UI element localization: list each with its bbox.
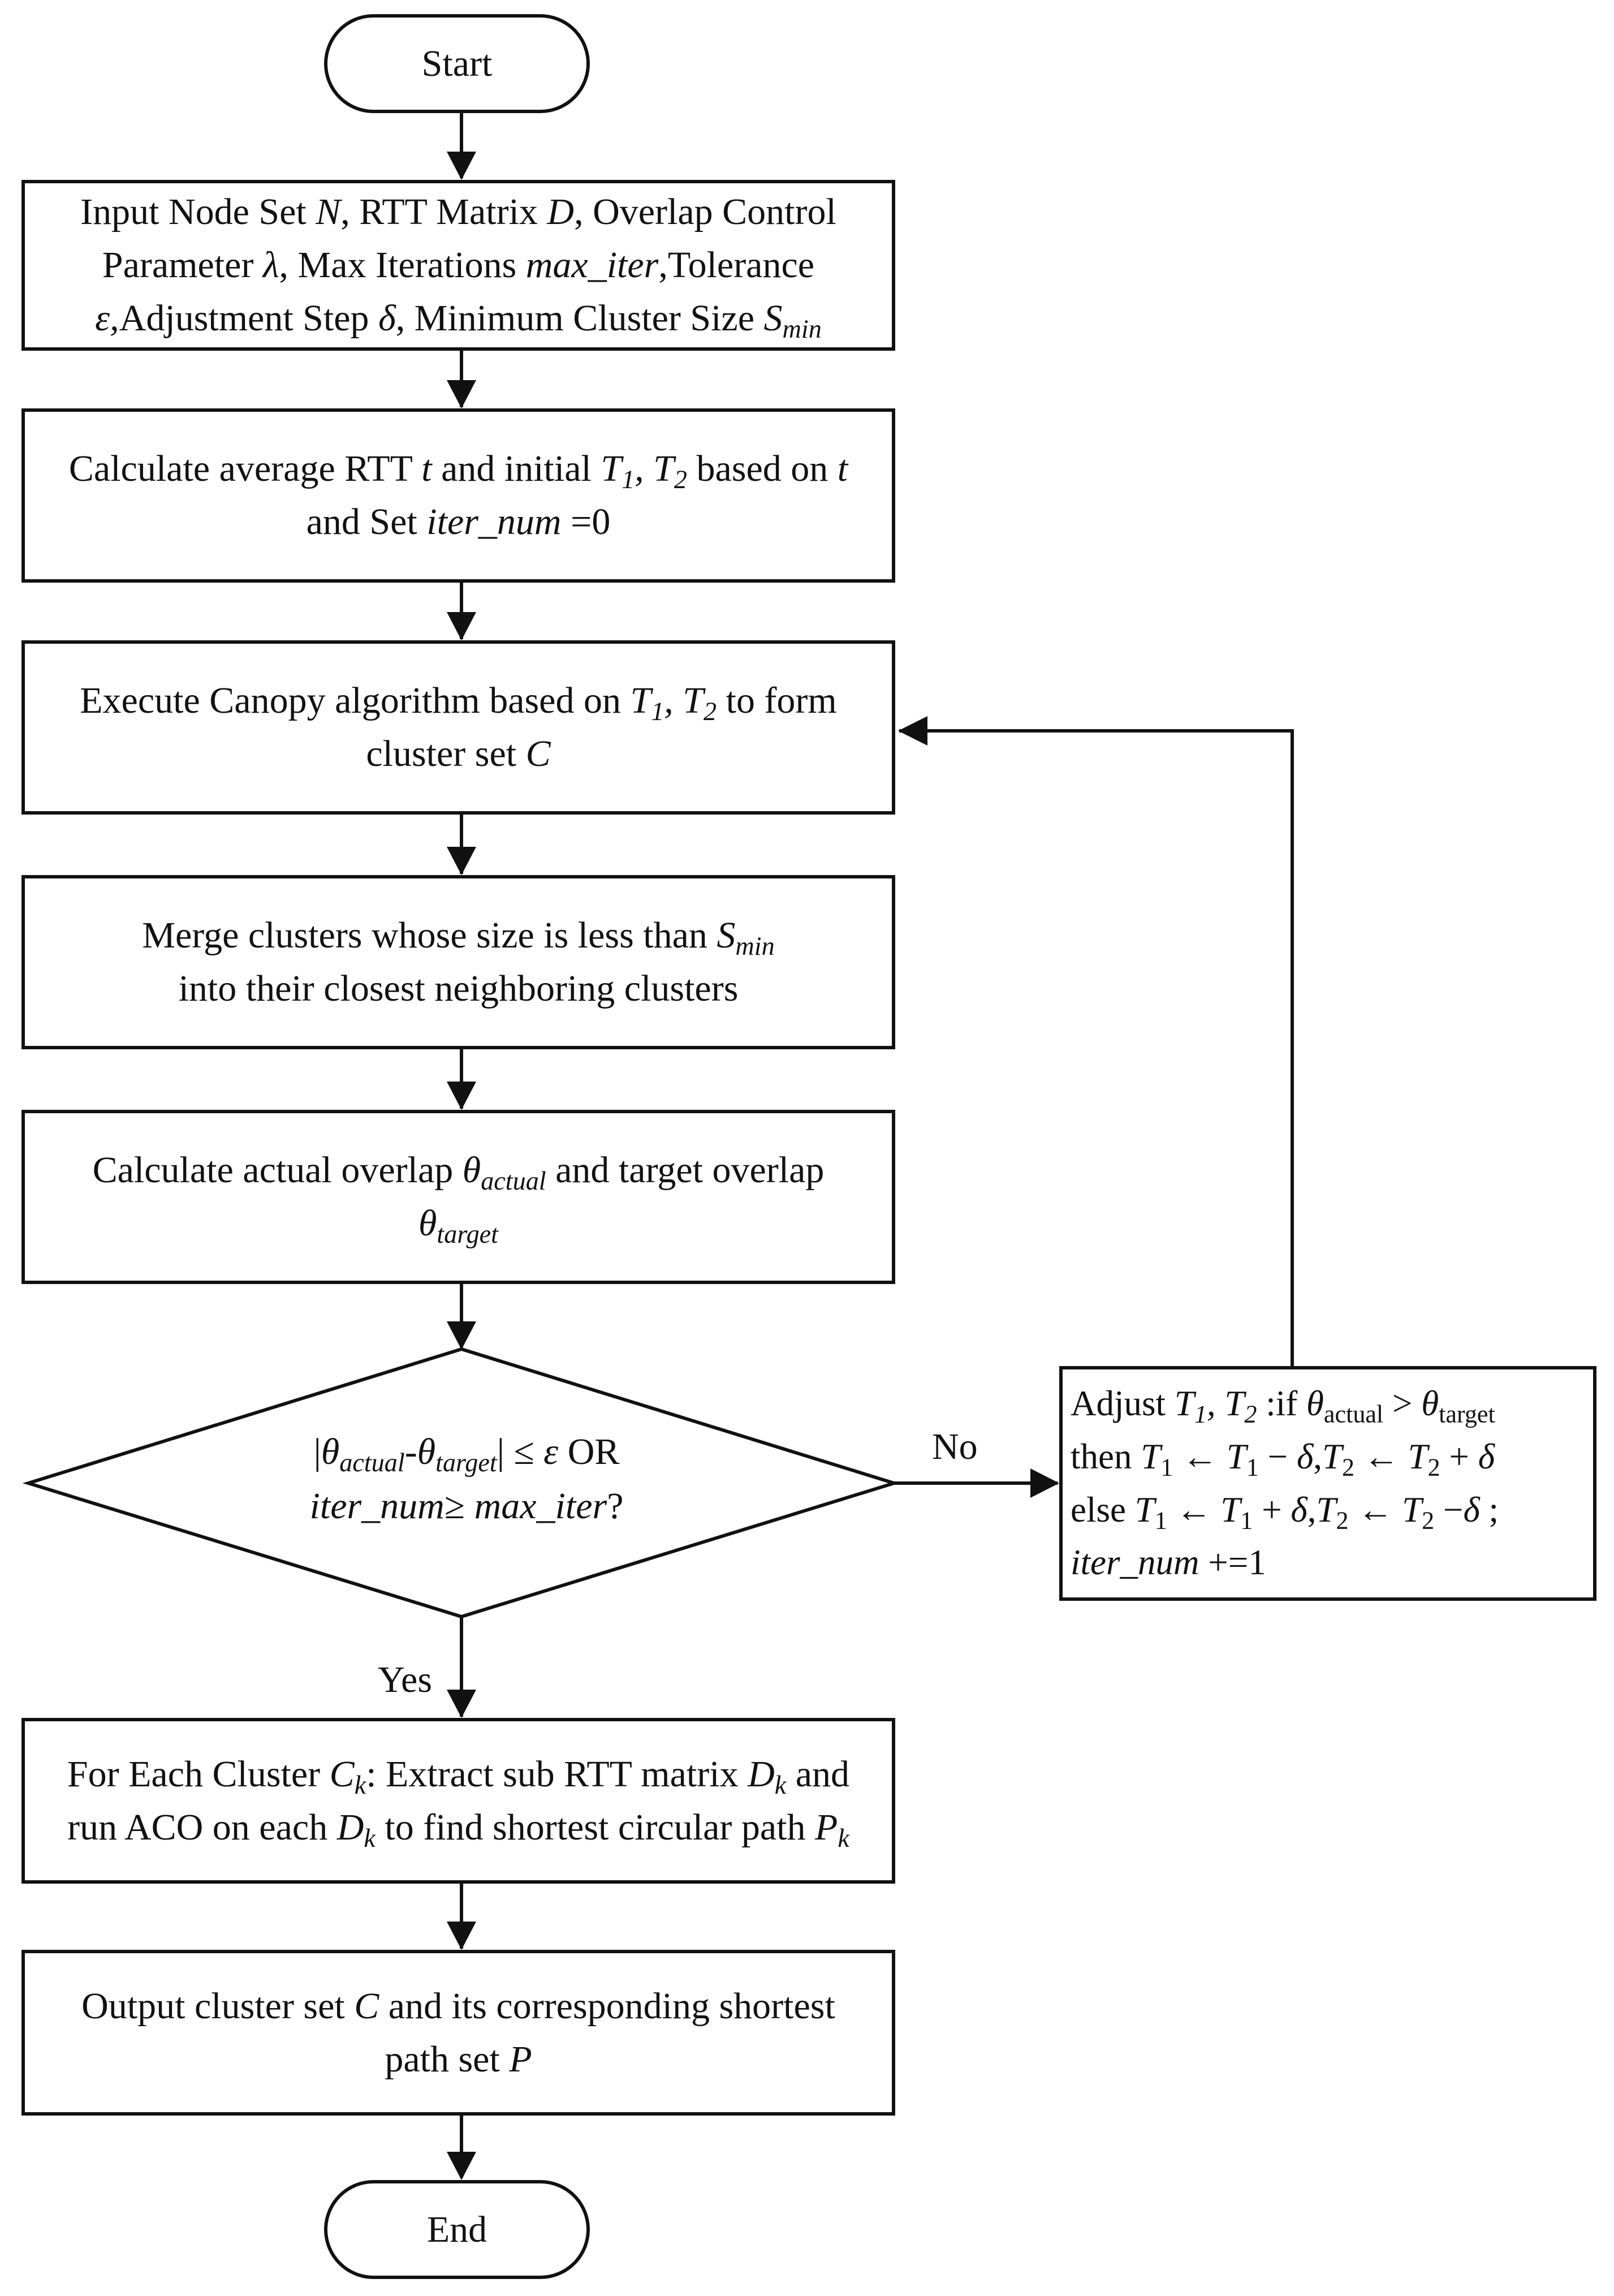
output-box: Output cluster set C and its correspondi… bbox=[21, 1950, 895, 2116]
merge-line-1: Merge clusters whose size is less than S… bbox=[142, 915, 775, 961]
canopy-line-2: cluster set C bbox=[366, 733, 551, 774]
arrowhead bbox=[447, 612, 476, 640]
start-terminal: Start bbox=[324, 14, 590, 113]
calc-rtt-line-2: and Set iter_num =0 bbox=[306, 501, 611, 542]
adjust-line-2: then T1 ← T1 − δ,T2 ← T2 + δ bbox=[1071, 1436, 1495, 1481]
end-label: End bbox=[426, 2208, 487, 2250]
canopy-text: Execute Canopy algorithm based on T1, T2… bbox=[80, 674, 837, 780]
yes-label: Yes bbox=[378, 1659, 433, 1700]
merge-text: Merge clusters whose size is less than S… bbox=[142, 909, 774, 1015]
arrowhead bbox=[447, 1082, 476, 1110]
output-line-1: Output cluster set C and its correspondi… bbox=[81, 1985, 835, 2027]
adjust-line-1: Adjust T1, T2 :if θactual > θtarget bbox=[1071, 1383, 1495, 1428]
adjust-line-3: else T1 ← T1 + δ,T2 ← T2 −δ ; bbox=[1071, 1489, 1499, 1534]
input-text: Input Node Set N, RTT Matrix D, Overlap … bbox=[80, 186, 836, 344]
output-line-2: path set P bbox=[385, 2038, 532, 2080]
arrowhead bbox=[447, 847, 476, 875]
overlap-box: Calculate actual overlap θactual and tar… bbox=[21, 1110, 895, 1284]
aco-line-1: For Each Cluster Ck: Extract sub RTT mat… bbox=[67, 1753, 850, 1799]
aco-box: For Each Cluster Ck: Extract sub RTT mat… bbox=[21, 1718, 895, 1884]
output-text: Output cluster set C and its correspondi… bbox=[81, 1980, 835, 2086]
overlap-line-1: Calculate actual overlap θactual and tar… bbox=[92, 1149, 825, 1196]
decision-line-2: iter_num≥ max_iter? bbox=[309, 1485, 624, 1527]
calc-rtt-box: Calculate average RTT t and initial T1, … bbox=[21, 408, 895, 583]
arrowhead bbox=[898, 716, 927, 746]
decision-line-1: |θactual-θtarget| ≤ ε OR bbox=[313, 1431, 620, 1477]
input-box: Input Node Set N, RTT Matrix D, Overlap … bbox=[21, 180, 895, 351]
input-line-3: ε,Adjustment Step δ, Minimum Cluster Siz… bbox=[95, 297, 822, 343]
arrowhead bbox=[447, 1321, 476, 1350]
input-line-2: Parameter λ, Max Iterations max_iter,Tol… bbox=[102, 244, 815, 286]
adjust-text: Adjust T1, T2 :if θactual > θtarget then… bbox=[1071, 1377, 1499, 1589]
aco-text: For Each Cluster Ck: Extract sub RTT mat… bbox=[67, 1748, 849, 1854]
end-terminal: End bbox=[324, 2180, 590, 2279]
adjust-box: Adjust T1, T2 :if θactual > θtarget then… bbox=[1059, 1366, 1596, 1601]
aco-line-2: run ACO on each Dk to find shortest circ… bbox=[67, 1806, 849, 1853]
arrowhead bbox=[447, 380, 476, 408]
arrowhead bbox=[447, 152, 476, 180]
calc-rtt-text: Calculate average RTT t and initial T1, … bbox=[69, 442, 848, 548]
arrowhead bbox=[447, 1690, 476, 1718]
canopy-line-1: Execute Canopy algorithm based on T1, T2… bbox=[80, 680, 837, 726]
merge-line-2: into their closest neighboring clusters bbox=[178, 968, 739, 1009]
merge-box: Merge clusters whose size is less than S… bbox=[21, 875, 895, 1049]
calc-rtt-line-1: Calculate average RTT t and initial T1, … bbox=[68, 448, 848, 494]
start-label: Start bbox=[421, 42, 493, 84]
decision-text: |θactual-θtarget| ≤ ε OR iter_num≥ max_i… bbox=[170, 1414, 763, 1544]
decision-diamond bbox=[22, 1347, 900, 1619]
no-label: No bbox=[932, 1426, 978, 1467]
edge-adjust-canopy bbox=[899, 729, 1294, 1366]
overlap-line-2: θtarget bbox=[418, 1203, 499, 1248]
arrowhead bbox=[1030, 1468, 1059, 1498]
overlap-text: Calculate actual overlap θactual and tar… bbox=[93, 1144, 825, 1250]
input-line-1: Input Node Set N, RTT Matrix D, Overlap … bbox=[80, 191, 836, 233]
canopy-box: Execute Canopy algorithm based on T1, T2… bbox=[21, 640, 895, 815]
adjust-line-4: iter_num +=1 bbox=[1071, 1543, 1266, 1583]
arrowhead bbox=[447, 2152, 476, 2180]
arrowhead bbox=[447, 1922, 476, 1950]
